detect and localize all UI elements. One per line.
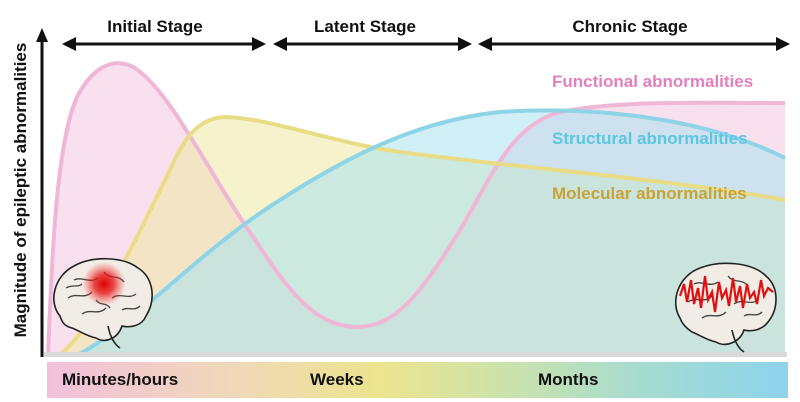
time-label-months: Months xyxy=(538,370,599,389)
stage-label-initial: Initial Stage xyxy=(107,17,203,36)
chronic-stage-arrow xyxy=(478,37,790,51)
eeg-trace xyxy=(678,275,774,313)
structural-curve xyxy=(77,108,786,357)
curve-lines xyxy=(46,61,786,357)
time-label-weeks: Weeks xyxy=(310,370,364,389)
time-axis-bar xyxy=(47,362,788,398)
molecular-curve xyxy=(58,114,786,357)
curve-fills xyxy=(48,63,785,356)
time-label-minutes-hours: Minutes/hours xyxy=(62,370,179,389)
stage-label-chronic: Chronic Stage xyxy=(572,17,688,36)
x-axis-line xyxy=(44,352,787,357)
stage-label-latent: Latent Stage xyxy=(313,17,417,36)
initial-stage-arrow xyxy=(62,37,266,51)
latent-stage-arrow xyxy=(273,37,472,51)
functional-label: Functional abnormalities xyxy=(552,72,754,91)
structural-label: Structural abnormalities xyxy=(552,129,748,148)
brain-eeg-icon xyxy=(675,262,777,353)
y-axis-arrow xyxy=(36,28,48,357)
brain-lesion-icon xyxy=(53,257,153,349)
stage-arrows xyxy=(62,37,790,51)
structural-fill xyxy=(78,110,785,355)
molecular-label: Molecular abnormalities xyxy=(552,184,747,203)
y-axis-label: Magnitude of epileptic abnormalities xyxy=(11,42,30,338)
